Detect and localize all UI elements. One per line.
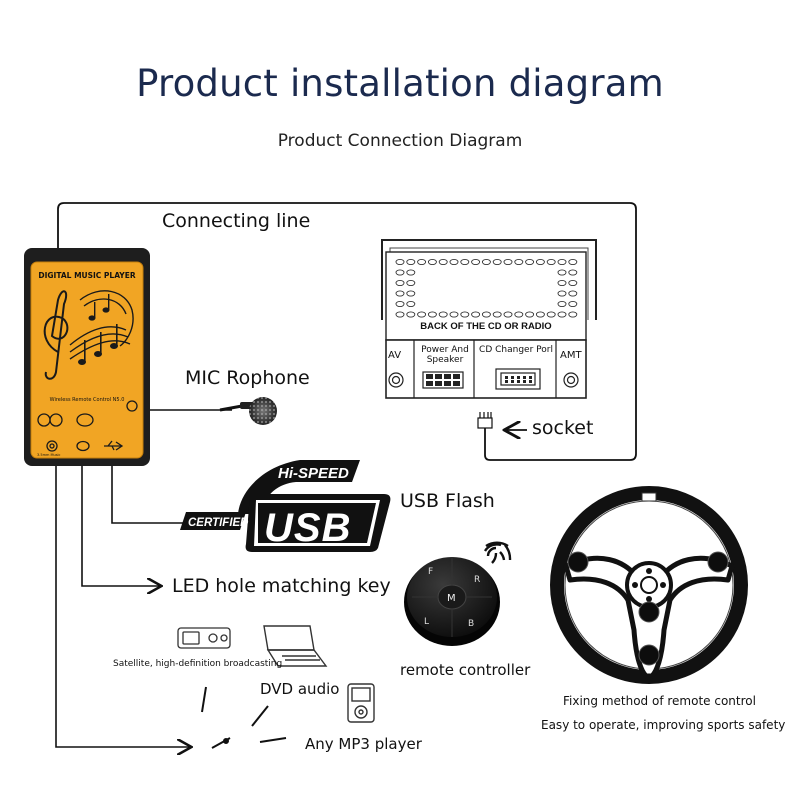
aux-converge-lines	[201, 686, 287, 749]
usb-cable	[111, 466, 192, 524]
connecting-line-label: Connecting line	[162, 210, 311, 232]
player-header-label: DIGITAL MUSIC PLAYER	[38, 271, 136, 280]
fcc-logo-icon	[126, 400, 138, 412]
mp3-player-icon	[347, 683, 375, 723]
wireless-signal-icon	[483, 541, 512, 564]
usb-flash-label: USB Flash	[400, 490, 495, 512]
radio-power-label: Power And Speaker	[421, 345, 469, 365]
radio-av-label: AV	[388, 350, 402, 361]
power-speaker-port-icon	[422, 371, 464, 389]
led-key-line	[81, 466, 160, 586]
microphone	[219, 397, 277, 425]
ce-logo-icon-2	[49, 413, 63, 427]
laptop-icon	[263, 625, 328, 667]
aux-line	[55, 466, 190, 747]
satellite-label: Satellite, high-definition broadcasting	[113, 659, 283, 669]
usb-certified-logo: Hi-SPEED CERTIFIED USB	[180, 460, 391, 552]
cd-changer-port-icon	[495, 368, 541, 390]
av-port-icon	[388, 372, 404, 388]
player-jack-label: 3.5mm Music	[37, 453, 61, 457]
socket-label: socket	[532, 417, 594, 439]
mp3-label: Any MP3 player	[305, 735, 422, 753]
led-key-label: LED hole matching key	[172, 575, 391, 597]
digital-music-player	[24, 248, 150, 466]
audio-jack-icon	[46, 440, 58, 452]
wheel-mounted-remote-icon	[567, 551, 729, 666]
radio-vent-holes	[395, 258, 578, 318]
radio-cd-changer-label: CD Changer Porl	[479, 345, 553, 355]
page-title: Product installation diagram	[136, 62, 664, 105]
usb-certified-text: CERTIFIED	[188, 517, 249, 529]
satellite-receiver-icon	[177, 627, 231, 649]
socket-connector-icon	[477, 412, 493, 429]
remote-key-f: F	[428, 567, 433, 577]
usb-port-icon	[76, 440, 90, 452]
mic-label: MIC Rophone	[185, 367, 310, 389]
remote-controller-label: remote controller	[400, 661, 531, 679]
remote-key-m: M	[447, 593, 456, 604]
radio-amt-label: AMT	[560, 350, 582, 361]
remote-key-b: B	[468, 619, 474, 629]
radio-back-label: BACK OF THE CD OR RADIO	[420, 321, 552, 332]
dvd-label: DVD audio	[260, 680, 340, 698]
usb-symbol-icon	[104, 440, 124, 451]
player-model-label: Wireless Remote Control N5.0	[49, 397, 125, 403]
usb-hi-speed-text: Hi-SPEED	[278, 465, 349, 482]
usb-big-text: USB	[264, 506, 351, 550]
fixing-method-label: Fixing method of remote control	[563, 694, 756, 708]
easy-operate-label: Easy to operate, improving sports safety	[541, 718, 786, 732]
page-subtitle: Product Connection Diagram	[277, 131, 523, 151]
connecting-line	[57, 202, 637, 461]
cd-radio-unit	[381, 239, 597, 429]
steering-wheel	[550, 486, 748, 684]
amt-port-icon	[563, 372, 579, 388]
music-notes-icon	[43, 290, 134, 380]
wireless-remote-controller: F R B L M	[404, 541, 512, 646]
remote-key-r: R	[474, 575, 480, 585]
remote-key-l: L	[424, 617, 429, 627]
rohs-logo-icon	[76, 413, 94, 427]
